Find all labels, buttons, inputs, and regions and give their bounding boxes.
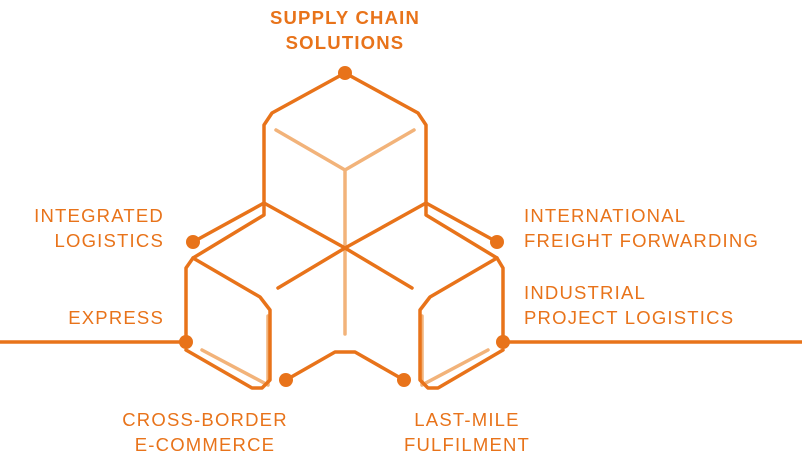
node-supply-chain (338, 66, 352, 80)
label-line: LOGISTICS (54, 230, 164, 251)
label-line: SUPPLY CHAIN (269, 7, 421, 28)
left-cube-inner (200, 314, 270, 387)
label-industrial-project-logistics: INDUSTRIAL PROJECT LOGISTICS (524, 280, 734, 330)
label-supply-chain-solutions: SUPPLY CHAIN SOLUTIONS (225, 5, 465, 55)
bottom-center-path (284, 350, 406, 382)
right-cube-inner (420, 314, 490, 387)
connection-nodes (179, 66, 510, 387)
label-line: LAST-MILE (414, 409, 520, 430)
top-cube-inner-right (343, 128, 416, 172)
label-last-mile-fulfilment: LAST-MILE FULFILMENT (362, 407, 572, 457)
left-lower-body (184, 256, 272, 390)
label-line: PROJECT LOGISTICS (524, 307, 735, 328)
label-line: EXPRESS (68, 307, 164, 328)
label-express: EXPRESS (0, 305, 164, 330)
node-integrated-logistics (186, 235, 200, 249)
left-cube-outline (191, 201, 414, 290)
label-line: CROSS-BORDER (122, 409, 288, 430)
label-line: FULFILMENT (403, 434, 531, 455)
label-cross-border-ecommerce: CROSS-BORDER E-COMMERCE (100, 407, 310, 457)
node-industrial-project (496, 335, 510, 349)
label-line: INTEGRATED (34, 205, 164, 226)
label-line: E-COMMERCE (134, 434, 276, 455)
right-lower-body (418, 256, 505, 390)
node-express (179, 335, 193, 349)
label-integrated-logistics: INTEGRATED LOGISTICS (0, 203, 164, 253)
node-international-freight (490, 235, 504, 249)
node-last-mile (397, 373, 411, 387)
label-international-freight-forwarding: INTERNATIONAL FREIGHT FORWARDING (524, 203, 759, 253)
inner-cube-edges (200, 128, 490, 387)
node-cross-border (279, 373, 293, 387)
label-line: INTERNATIONAL (524, 205, 687, 226)
label-line: INDUSTRIAL (524, 282, 646, 303)
top-cube-inner-left (274, 128, 347, 172)
label-line: SOLUTIONS (285, 32, 405, 53)
label-line: FREIGHT FORWARDING (524, 230, 760, 251)
outer-cube-edges (0, 71, 802, 390)
right-cube-outline (276, 201, 499, 290)
